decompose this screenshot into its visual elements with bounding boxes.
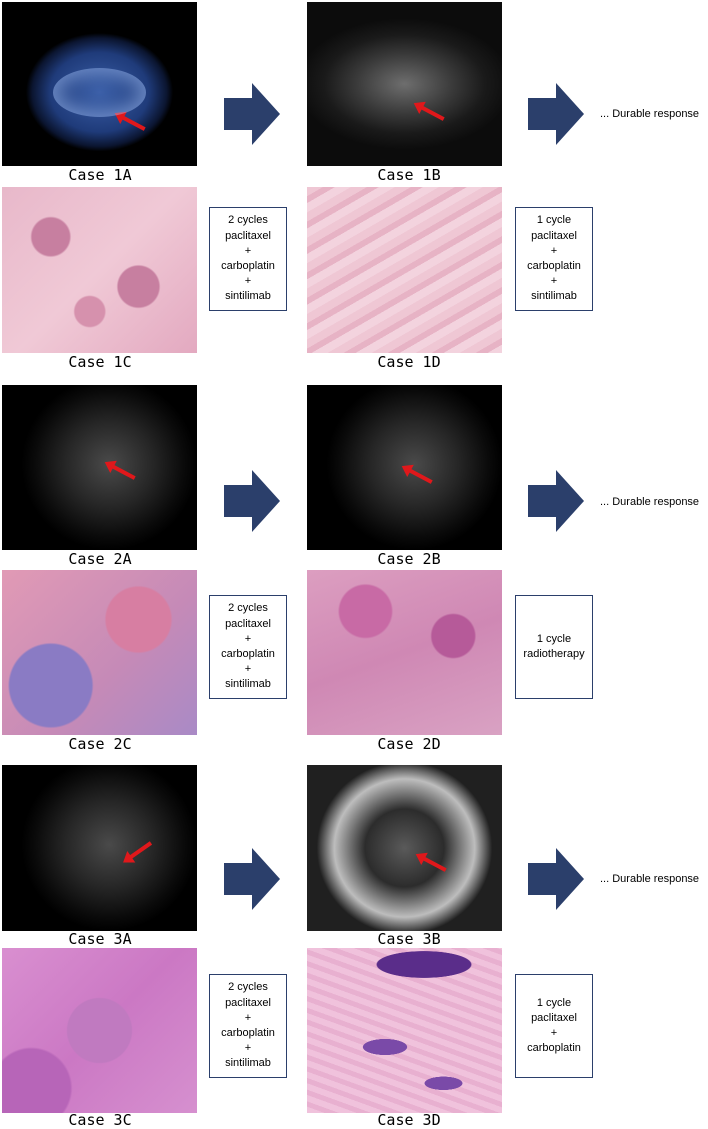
flow-arrow-icon xyxy=(528,848,584,910)
outcome-label-case-1: ... Durable response xyxy=(600,108,700,120)
red-arrow-icon xyxy=(119,114,146,131)
caption-case-3b: Case 3B xyxy=(377,930,441,948)
caption-case-3d: Case 3D xyxy=(377,1111,441,1129)
pet-ct-image-case-1a xyxy=(2,2,197,166)
flow-arrow-icon xyxy=(224,470,280,532)
mri-image-case-2b xyxy=(307,385,502,550)
red-arrow-icon xyxy=(126,841,153,861)
caption-case-2a: Case 2A xyxy=(68,550,132,568)
histology-image-case-1d xyxy=(307,187,502,353)
flow-arrow-icon xyxy=(224,848,280,910)
red-arrow-icon xyxy=(418,104,445,121)
caption-case-2d: Case 2D xyxy=(377,735,441,753)
caption-case-3a: Case 3A xyxy=(68,930,132,948)
caption-case-1c: Case 1C xyxy=(68,353,132,371)
mri-image-case-3a xyxy=(2,765,197,931)
outcome-label-case-2: ... Durable response xyxy=(600,496,700,508)
flow-arrow-icon xyxy=(528,83,584,145)
red-arrow-icon xyxy=(109,463,136,480)
histology-image-case-3d xyxy=(307,948,502,1113)
caption-case-2c: Case 2C xyxy=(68,735,132,753)
red-arrow-icon xyxy=(406,467,433,484)
mri-image-case-2a xyxy=(2,385,197,550)
caption-case-3c: Case 3C xyxy=(68,1111,132,1129)
histology-image-case-2d xyxy=(307,570,502,735)
histology-image-case-1c xyxy=(2,187,197,353)
caption-case-1b: Case 1B xyxy=(377,166,441,184)
flow-arrow-icon xyxy=(528,470,584,532)
histology-image-case-3c xyxy=(2,948,197,1113)
flow-arrow-icon xyxy=(224,83,280,145)
outcome-label-case-3: ... Durable response xyxy=(600,873,700,885)
mri-image-case-3b xyxy=(307,765,502,931)
caption-case-2b: Case 2B xyxy=(377,550,441,568)
mri-image-case-1b xyxy=(307,2,502,166)
caption-case-1d: Case 1D xyxy=(377,353,441,371)
red-arrow-icon xyxy=(420,855,447,872)
histology-image-case-2c xyxy=(2,570,197,735)
caption-case-1a: Case 1A xyxy=(68,166,132,184)
